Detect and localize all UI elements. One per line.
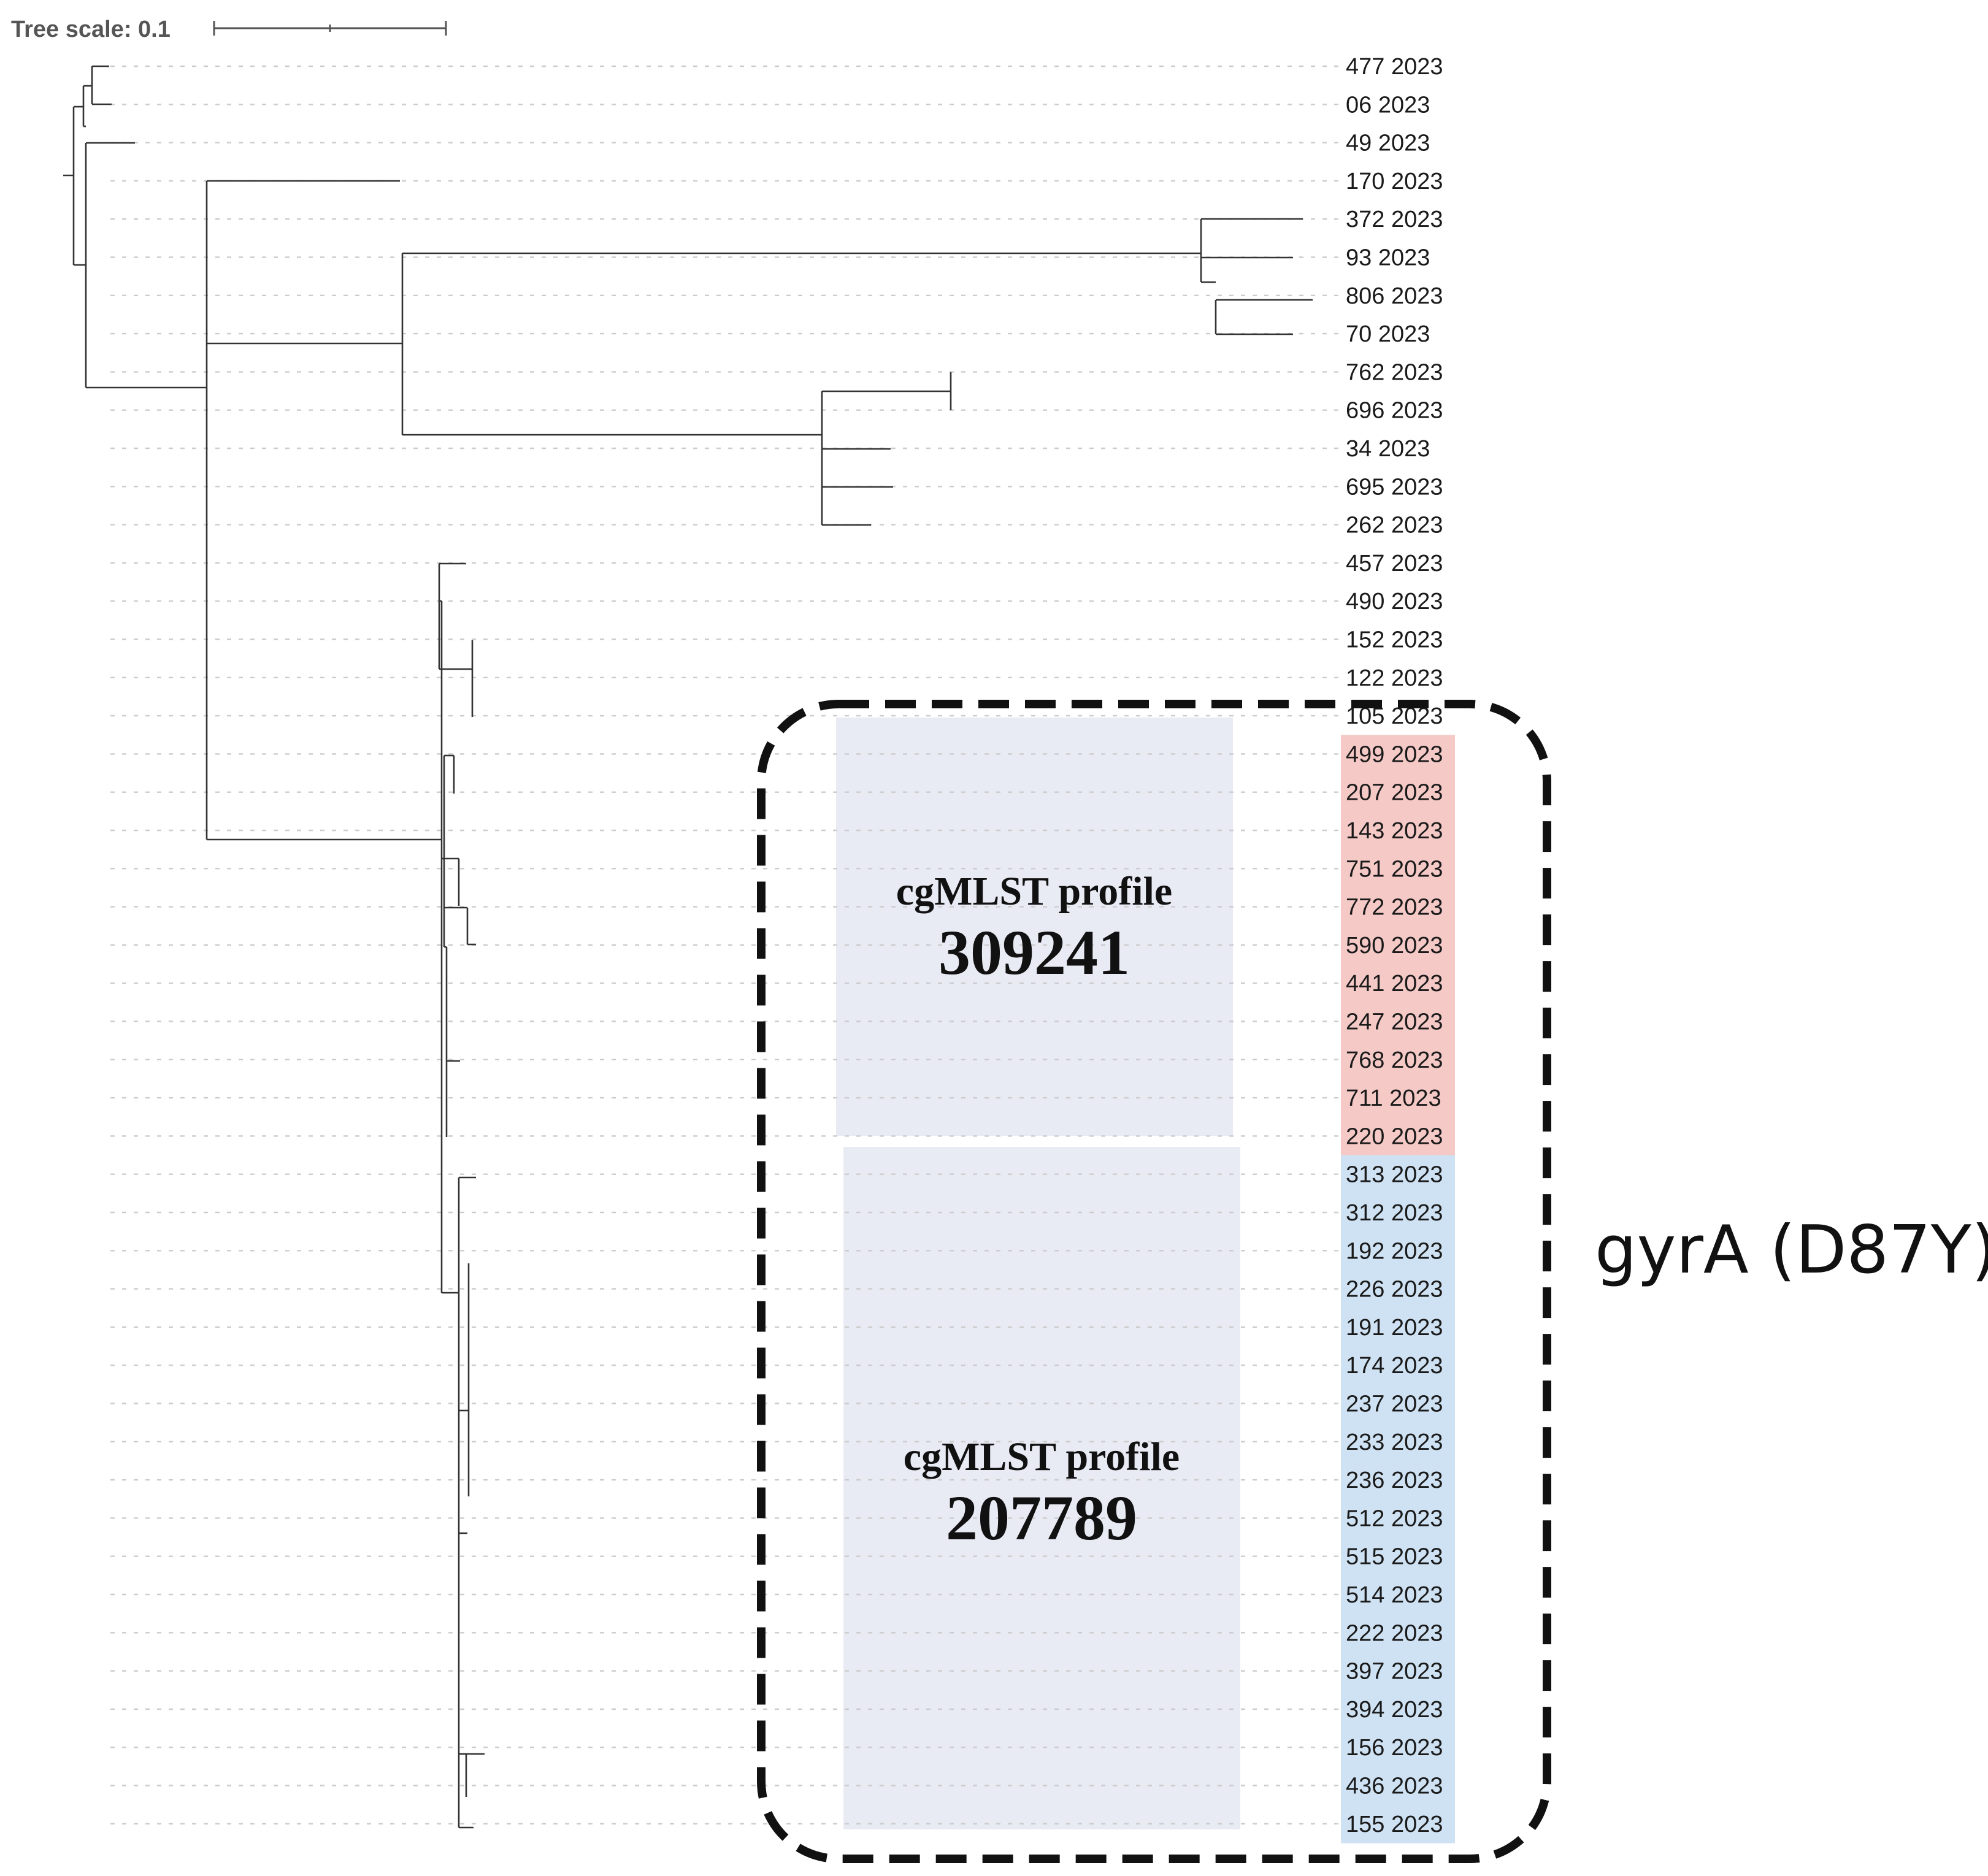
leaf-label: 696 2023	[1346, 398, 1443, 424]
leaf-label: 152 2023	[1346, 627, 1443, 653]
leaf-label: 514 2023	[1346, 1582, 1443, 1608]
leaf-highlight-207789	[1341, 1766, 1455, 1805]
leaf-label: 768 2023	[1346, 1047, 1443, 1073]
leaf-highlight-309241	[1341, 925, 1455, 965]
leaf-highlight-207789	[1341, 1231, 1455, 1271]
leaf-label: 262 2023	[1346, 513, 1443, 538]
leaf-highlight-207789	[1341, 1384, 1455, 1423]
leaf-label: 174 2023	[1346, 1353, 1443, 1379]
leaf-highlight-309241	[1341, 964, 1455, 1003]
leaf-highlight-309241	[1341, 735, 1455, 774]
leaf-label: 590 2023	[1346, 933, 1443, 959]
leaf-highlight-309241	[1341, 773, 1455, 812]
leaf-highlight-207789	[1341, 1690, 1455, 1729]
leaf-label: 372 2023	[1346, 207, 1443, 232]
leaf-label: 236 2023	[1346, 1468, 1443, 1493]
leaf-label: 156 2023	[1346, 1735, 1443, 1761]
tree-scale-label: Tree scale: 0.1	[11, 17, 171, 42]
tree-scale-bar	[213, 21, 447, 36]
leaf-highlight-207789	[1341, 1307, 1455, 1347]
gyrA-cluster-boundary	[757, 700, 1551, 1863]
leaf-highlight-309241	[1341, 1040, 1455, 1079]
leaf-label: 06 2023	[1346, 92, 1430, 118]
leaf-highlight-309241	[1341, 849, 1455, 889]
leaf-highlight-207789	[1341, 1728, 1455, 1767]
profile-box-207789	[843, 1147, 1240, 1829]
leaf-label: 143 2023	[1346, 818, 1443, 844]
leaf-label: 806 2023	[1346, 283, 1443, 309]
leaf-label: 441 2023	[1346, 971, 1443, 997]
leaf-highlight-207789	[1341, 1537, 1455, 1576]
leaf-label: 191 2023	[1346, 1315, 1443, 1341]
leaf-highlight-207789	[1341, 1460, 1455, 1499]
gyrA-mutation-label: gyrA (D87Y)	[1595, 1212, 1988, 1288]
leaf-label: 34 2023	[1346, 436, 1430, 462]
leaf-label: 751 2023	[1346, 856, 1443, 882]
profile-309241-number: 309241	[938, 917, 1130, 988]
leaf-highlight-207789	[1341, 1155, 1455, 1194]
leaf-label: 394 2023	[1346, 1697, 1443, 1723]
leaf-label: 222 2023	[1346, 1620, 1443, 1646]
profile-207789-title: cgMLST profile	[904, 1434, 1180, 1479]
leaf-label: 436 2023	[1346, 1774, 1443, 1799]
leaf-label: 312 2023	[1346, 1200, 1443, 1226]
profile-box-309241	[836, 718, 1233, 1136]
leaf-label: 122 2023	[1346, 665, 1443, 691]
profile-207789-number: 207789	[946, 1483, 1137, 1553]
leaf-highlight-207789	[1341, 1652, 1455, 1691]
leaf-label: 226 2023	[1346, 1277, 1443, 1303]
leaf-label: 237 2023	[1346, 1392, 1443, 1417]
tree-branches	[63, 65, 1313, 1829]
leaf-label: 397 2023	[1346, 1659, 1443, 1685]
leaf-highlight-207789	[1341, 1346, 1455, 1385]
leaf-label: 233 2023	[1346, 1430, 1443, 1455]
leaf-label: 499 2023	[1346, 741, 1443, 767]
leaf-highlight-309241	[1341, 1002, 1455, 1041]
leaf-highlight-207789	[1341, 1422, 1455, 1461]
leaf-highlight-207789	[1341, 1614, 1455, 1653]
tree-scale: Tree scale: 0.1	[11, 17, 447, 42]
leaf-label: 70 2023	[1346, 321, 1430, 347]
profile-309241-title: cgMLST profile	[896, 869, 1172, 914]
leaf-label: 711 2023	[1346, 1085, 1441, 1111]
leaf-label: 192 2023	[1346, 1238, 1443, 1264]
leaf-highlight-309241	[1341, 811, 1455, 850]
leaf-highlight-309241	[1341, 1117, 1455, 1156]
leaf-label: 93 2023	[1346, 245, 1430, 271]
leaf-highlight-207789	[1341, 1269, 1455, 1309]
leaf-label: 772 2023	[1346, 895, 1443, 921]
leaf-highlight-207789	[1341, 1193, 1455, 1232]
leaf-label: 762 2023	[1346, 359, 1443, 385]
leaf-label: 313 2023	[1346, 1162, 1443, 1188]
leaf-label: 170 2023	[1346, 169, 1443, 194]
profile-207789: cgMLST profile 207789	[904, 1434, 1180, 1553]
leaf-label: 477 2023	[1346, 54, 1443, 80]
leaf-label: 515 2023	[1346, 1544, 1443, 1570]
leaf-highlight-207789	[1341, 1804, 1455, 1843]
leaf-highlight-strips	[1341, 735, 1455, 1843]
leaf-label: 220 2023	[1346, 1124, 1443, 1149]
leaf-highlight-207789	[1341, 1499, 1455, 1538]
leaf-highlight-207789	[1341, 1575, 1455, 1614]
leaf-labels: 477 2023 06 2023 49 2023 170 2023 372 2023 93…	[1346, 54, 1443, 1837]
leaf-label: 695 2023	[1346, 474, 1443, 500]
leaf-label: 512 2023	[1346, 1506, 1443, 1531]
profile-309241: cgMLST profile 309241	[896, 869, 1172, 988]
leaf-highlight-309241	[1341, 887, 1455, 927]
leaf-highlight-309241	[1341, 1078, 1455, 1117]
leaf-label: 155 2023	[1346, 1812, 1443, 1837]
leaf-label: 490 2023	[1346, 589, 1443, 614]
leaf-label: 247 2023	[1346, 1009, 1443, 1035]
leaf-label: 49 2023	[1346, 131, 1430, 156]
leaf-label: 457 2023	[1346, 551, 1443, 576]
leaf-label: 207 2023	[1346, 780, 1443, 806]
